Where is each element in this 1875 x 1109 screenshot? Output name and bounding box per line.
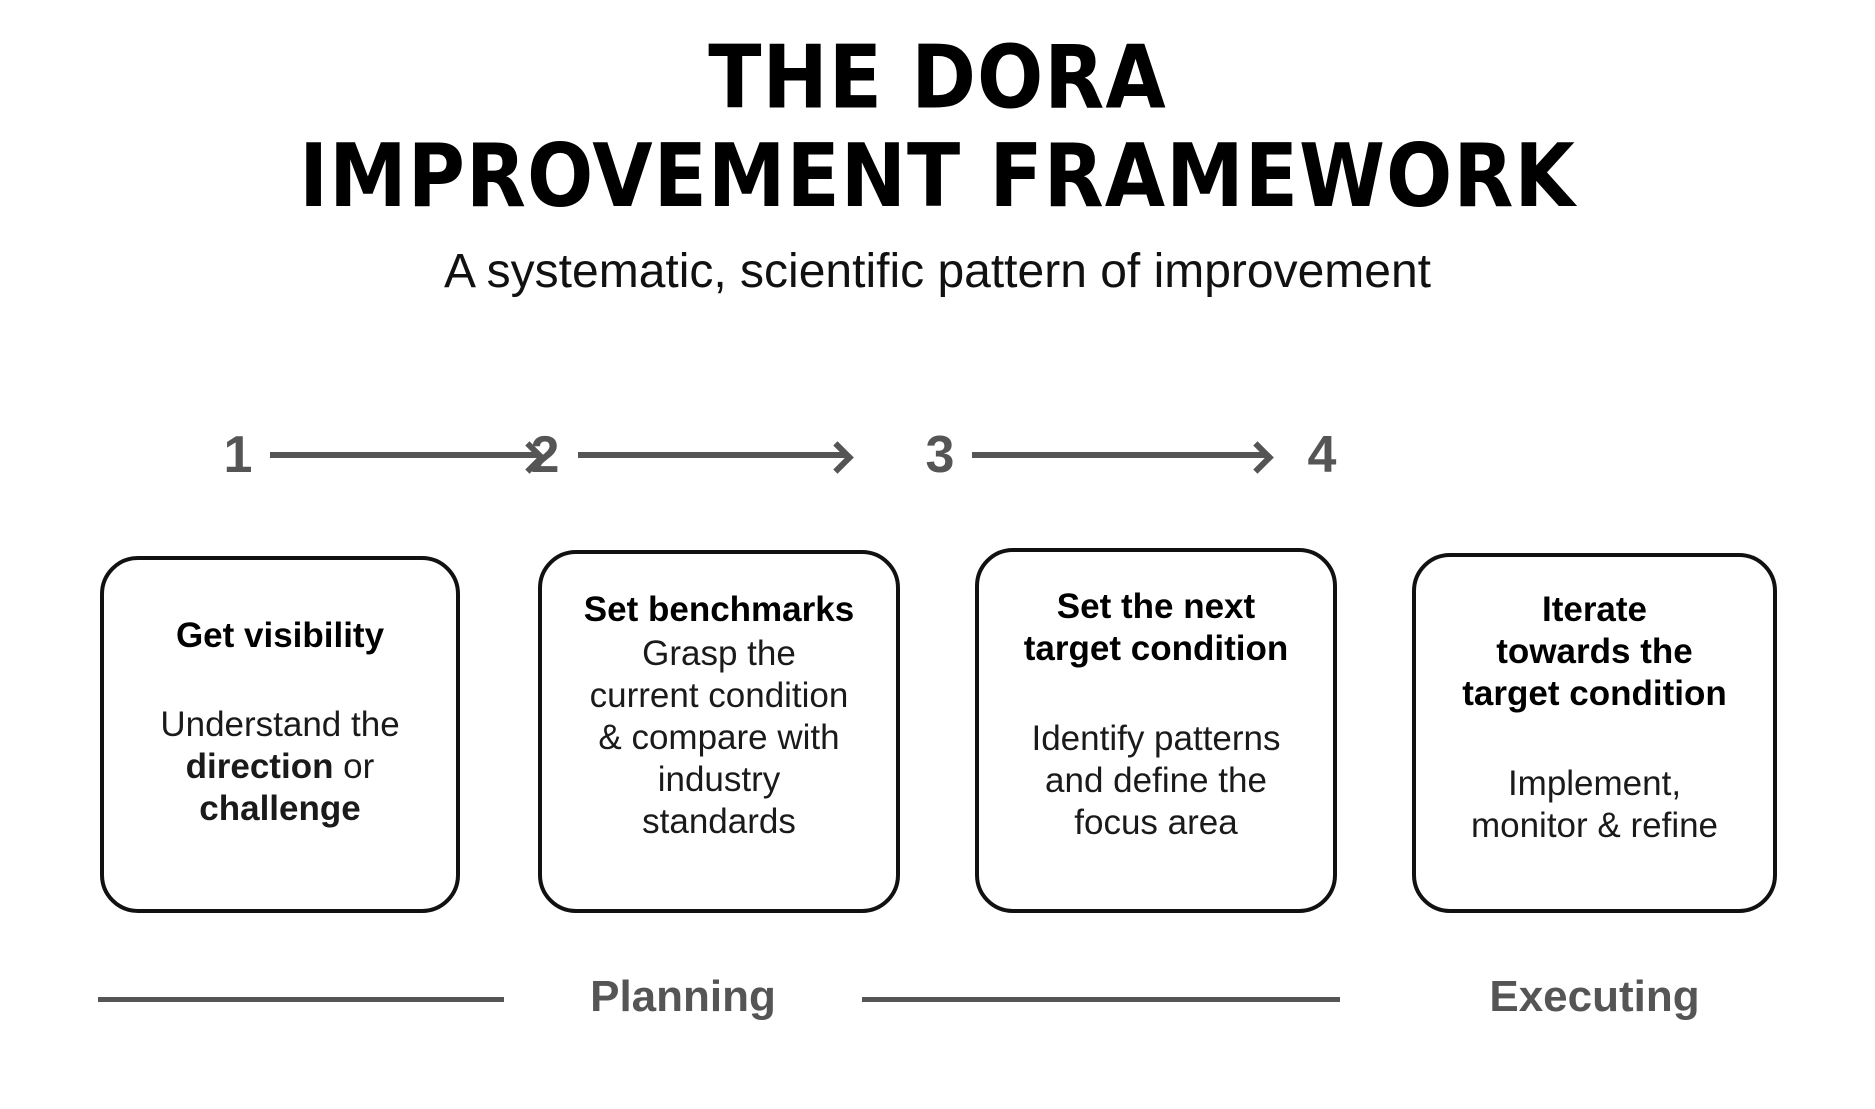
- page-title: THE DORA IMPROVEMENT FRAMEWORK: [0, 0, 1875, 227]
- step-card-4[interactable]: Iterate towards the target condition Imp…: [1412, 553, 1777, 913]
- step-card-1-body-middle: or: [343, 747, 375, 786]
- step-number-4: 4: [1307, 426, 1337, 484]
- arrow-shaft-icon: [578, 452, 848, 458]
- step-card-3[interactable]: Set the next target condition Identify p…: [975, 548, 1337, 913]
- phase-label-executing: Executing: [1489, 972, 1700, 1021]
- step-card-1-body-prefix: Understand the: [160, 705, 400, 744]
- step-card-2[interactable]: Set benchmarks Grasp the current conditi…: [538, 550, 900, 913]
- step-card-4-heading: Iterate towards the target condition: [1462, 590, 1727, 713]
- step-card-1-body: Understand the direction or challenge: [160, 657, 399, 830]
- page-title-line-1: THE DORA: [708, 28, 1167, 129]
- arrow-shaft-icon: [270, 452, 540, 458]
- phase-divider-left: [98, 997, 504, 1002]
- step-arrow-1-to-2: [270, 441, 546, 474]
- step-card-1[interactable]: Get visibility Understand the direction …: [100, 556, 460, 913]
- step-card-1-body-bold-1: direction: [185, 747, 334, 786]
- step-arrow-2-to-3: [578, 441, 854, 474]
- step-card-3-heading: Set the next target condition: [1023, 587, 1289, 668]
- page-subtitle: A systematic, scientific pattern of impr…: [443, 245, 1432, 299]
- step-number-2: 2: [530, 426, 560, 484]
- step-card-3-body: Identify patterns and define the focus a…: [1031, 719, 1281, 842]
- arrow-shaft-icon: [972, 452, 1268, 458]
- step-arrow-3-to-4: [972, 441, 1274, 474]
- step-card-1-heading: Get visibility: [175, 616, 385, 655]
- step-card-2-body: Grasp the current condition & compare wi…: [589, 634, 849, 841]
- page-title-line-2: IMPROVEMENT FRAMEWORK: [299, 126, 1576, 228]
- phase-label-planning: Planning: [590, 972, 776, 1021]
- arrow-head-icon: [821, 441, 854, 474]
- step-sequence: 1 2 3 4: [100, 425, 1780, 485]
- header: THE DORA IMPROVEMENT FRAMEWORK A systema…: [0, 0, 1875, 299]
- step-card-2-heading: Set benchmarks: [583, 590, 855, 629]
- step-number-3: 3: [925, 426, 955, 484]
- phase-divider-right: [862, 997, 1340, 1002]
- phase-footer: Planning Executing: [0, 955, 1875, 1055]
- step-number-1: 1: [223, 426, 253, 484]
- step-card-1-body-bold-2: challenge: [199, 789, 361, 828]
- step-card-4-body: Implement, monitor & refine: [1470, 764, 1719, 845]
- arrow-head-icon: [1241, 441, 1274, 474]
